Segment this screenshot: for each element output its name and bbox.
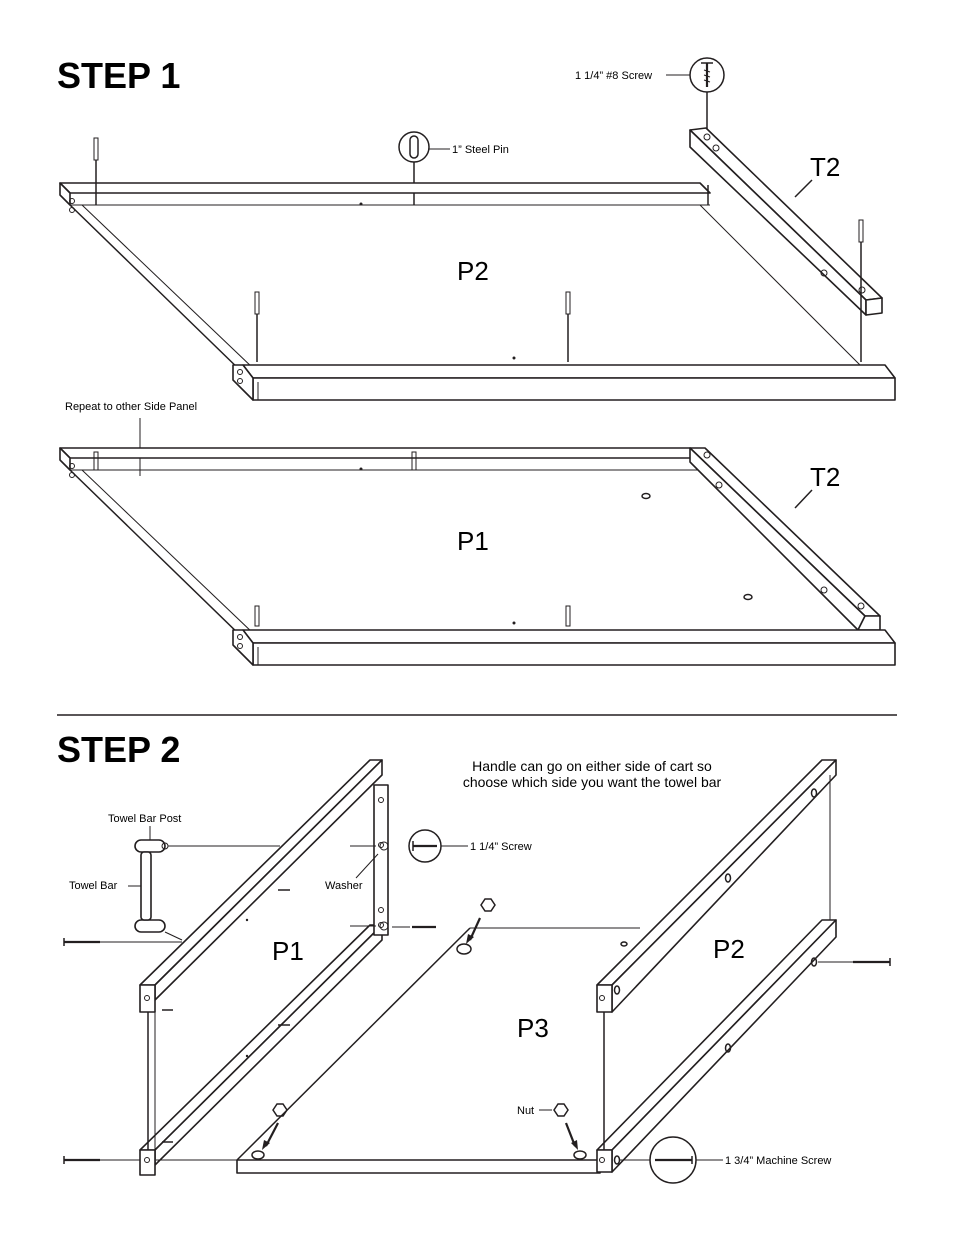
left-panel-p1: P1 bbox=[139, 759, 389, 1176]
steel-pin-callout: 1” Steel Pin bbox=[398, 131, 509, 205]
upper-panel-label: P2 bbox=[457, 256, 489, 286]
right-panel-p2: P2 bbox=[596, 759, 837, 1173]
towel-bar-post-bottom-icon bbox=[134, 919, 166, 933]
screw-label: 1 1/4” #8 Screw bbox=[575, 70, 652, 82]
nut-icon bbox=[272, 1103, 288, 1117]
nut-label: Nut bbox=[517, 1105, 534, 1117]
step1-title: STEP 1 bbox=[57, 55, 180, 96]
towel-bar-assembly: Towel Bar Post Towel Bar bbox=[69, 813, 280, 941]
bottom-panel-p3: P3 bbox=[236, 927, 640, 1174]
right-machine-screw bbox=[818, 958, 891, 966]
repeat-note: Repeat to other Side Panel bbox=[65, 401, 197, 413]
screw-callout: 1 1/4” #8 Screw bbox=[575, 57, 725, 130]
towel-bar-label: Towel Bar bbox=[69, 880, 118, 892]
pin-label: 1” Steel Pin bbox=[452, 144, 509, 156]
towel-bar-post-top-icon bbox=[134, 839, 166, 853]
screw-label-step2: 1 1/4” Screw bbox=[470, 841, 532, 853]
nut-left bbox=[262, 1103, 288, 1150]
machine-screw-label: 1 3/4” Machine Screw bbox=[725, 1155, 831, 1167]
lower-panel-label: P1 bbox=[457, 526, 489, 556]
lower-top-label: T2 bbox=[810, 462, 840, 492]
nut-top bbox=[466, 898, 496, 944]
left-machine-screws bbox=[63, 938, 182, 1164]
left-panel-label: P1 bbox=[272, 936, 304, 966]
towel-bar-post-label: Towel Bar Post bbox=[108, 813, 181, 825]
washer-label: Washer bbox=[325, 880, 363, 892]
nut-icon bbox=[553, 1103, 569, 1117]
washer-icon bbox=[379, 841, 389, 851]
screw-callout-step2: 1 1/4” Screw Washer bbox=[325, 829, 532, 931]
machine-screw-callout: 1 3/4” Machine Screw bbox=[156, 1136, 831, 1184]
right-panel-label: P2 bbox=[713, 934, 745, 964]
note-line-1: Handle can go on either side of cart so bbox=[472, 758, 712, 774]
screw-icon bbox=[701, 62, 713, 87]
machine-screw-icon bbox=[655, 1156, 693, 1164]
bottom-panel-label: P3 bbox=[517, 1013, 549, 1043]
screw-icon bbox=[412, 841, 437, 851]
nut-right: Nut bbox=[517, 1103, 578, 1150]
steel-pin-icon bbox=[409, 135, 419, 159]
lower-panel-assembly: P1 T2 bbox=[59, 447, 896, 666]
upper-panel-assembly: P2 T2 bbox=[59, 127, 896, 401]
upper-top-label: T2 bbox=[810, 152, 840, 182]
towel-bar-icon bbox=[140, 851, 152, 921]
note-line-2: choose which side you want the towel bar bbox=[463, 774, 722, 790]
nut-icon bbox=[480, 898, 496, 912]
step2-title: STEP 2 bbox=[57, 729, 180, 770]
